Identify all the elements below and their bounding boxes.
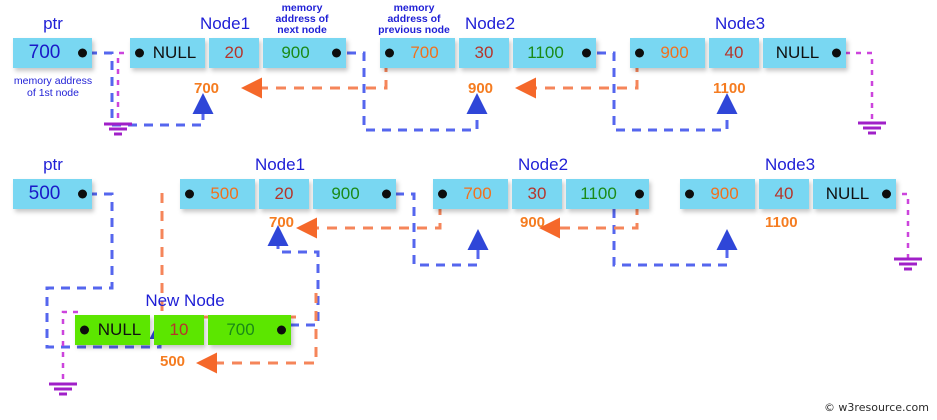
row1-node2-data-cell: 30: [459, 38, 509, 68]
row1-node2-next-cell: 1100: [513, 38, 596, 68]
new-node-prev-cell: NULL: [75, 315, 150, 345]
row1-next-node-annotation: memory address of next node: [275, 2, 329, 36]
row2-node3-address-label: 1100: [765, 214, 798, 231]
row2-node3-prev-cell: 900: [680, 179, 755, 209]
row2-node3-next: NULL: [825, 184, 870, 203]
row2-node2-prev: 700: [463, 184, 492, 203]
pointer-dot-icon: [277, 325, 286, 335]
pointer-dot-icon: [78, 48, 87, 58]
row1-ptr-value-cell: 700: [13, 38, 92, 68]
row2-node1-address-label: 700: [269, 214, 295, 231]
row2-node1-next-cell: 900: [313, 179, 396, 209]
row2-node1: 500 20 900: [180, 179, 396, 209]
row2-node2-next: 1100: [580, 184, 617, 203]
new-node: NULL 10 700: [75, 315, 291, 345]
row1-node1: NULL 20 900: [130, 38, 346, 68]
row2-node3: 900 40 NULL: [680, 179, 896, 209]
row1-node2-next: 1100: [527, 43, 564, 62]
row1-node1-prev-cell: NULL: [130, 38, 205, 68]
row1-node2: 700 30 1100: [380, 38, 596, 68]
row1-node1-address-label: 700: [194, 80, 220, 97]
row1-node3-next-cell: NULL: [763, 38, 846, 68]
row1-node3-prev: 900: [660, 43, 689, 62]
row1-node3-prev-cell: 900: [630, 38, 705, 68]
row2-node3-next-cell: NULL: [813, 179, 896, 209]
pointer-dot-icon: [832, 48, 841, 58]
row2-node2-next-cell: 1100: [566, 179, 649, 209]
row1-node3: 900 40 NULL: [630, 38, 846, 68]
new-node-next: 700: [226, 320, 255, 339]
row2-node3-title: Node3: [764, 155, 816, 174]
row1-node2-address-label: 900: [468, 80, 494, 97]
pointer-dot-icon: [635, 48, 644, 58]
row1-node1-next: 900: [281, 43, 310, 62]
pointer-dot-icon: [332, 48, 341, 58]
row2-node2-address-label: 900: [520, 214, 546, 231]
pointer-dot-icon: [382, 189, 391, 199]
pointer-dot-icon: [185, 189, 194, 199]
row2-ptr-box: 500: [13, 179, 92, 209]
row1-node1-data-cell: 20: [209, 38, 259, 68]
row1-node3-address-label: 1100: [713, 80, 746, 97]
row1-node3-data-cell: 40: [709, 38, 759, 68]
row1-ptr-box: 700: [13, 38, 92, 68]
watermark: © w3resource.com: [823, 401, 929, 414]
row2-node2: 700 30 1100: [433, 179, 649, 209]
row1-node3-next: NULL: [775, 43, 820, 62]
pointer-dot-icon: [685, 189, 694, 199]
row1-node2-title: Node2: [464, 14, 516, 33]
row2-node3-prev: 900: [710, 184, 739, 203]
row2-node2-data-cell: 30: [512, 179, 562, 209]
pointer-dot-icon: [438, 189, 447, 199]
pointer-dot-icon: [582, 48, 591, 58]
row1-ptr-title: ptr: [43, 14, 63, 33]
row2-node1-data-cell: 20: [259, 179, 309, 209]
row2-node3-data-cell: 40: [759, 179, 809, 209]
row1-node2-prev-cell: 700: [380, 38, 455, 68]
pointer-dot-icon: [882, 189, 891, 199]
row2-ptr-value-cell: 500: [13, 179, 92, 209]
row1-node1-next-cell: 900: [263, 38, 346, 68]
pointer-dot-icon: [78, 189, 87, 199]
new-node-prev: NULL: [97, 320, 142, 339]
row2-node2-title: Node2: [517, 155, 569, 174]
row2-node2-prev-cell: 700: [433, 179, 508, 209]
row2-node1-prev: 500: [210, 184, 239, 203]
row1-prev-node-annotation: memory address of previous node: [378, 2, 450, 36]
new-node-data-cell: 10: [154, 315, 204, 345]
new-node-title: New Node: [145, 291, 225, 310]
new-node-next-cell: 700: [208, 315, 291, 345]
row2-node1-title: Node1: [254, 155, 306, 174]
row1-node1-title: Node1: [199, 14, 251, 33]
pointer-dot-icon: [80, 325, 89, 335]
pointer-dot-icon: [385, 48, 394, 58]
new-node-address-label: 500: [160, 353, 186, 370]
row1-node2-prev: 700: [410, 43, 439, 62]
row1-ptr-value: 700: [28, 42, 61, 63]
row2-ptr-title: ptr: [43, 155, 63, 174]
row2-node1-prev-cell: 500: [180, 179, 255, 209]
row1-node3-title: Node3: [714, 14, 766, 33]
pointer-dot-icon: [135, 48, 144, 58]
row2-node1-next: 900: [331, 184, 360, 203]
pointer-dot-icon: [635, 189, 644, 199]
row2-ptr-value: 500: [28, 183, 61, 204]
row1-ptr-caption: memory address of 1st node: [13, 75, 93, 99]
row1-node1-prev: NULL: [152, 43, 197, 62]
